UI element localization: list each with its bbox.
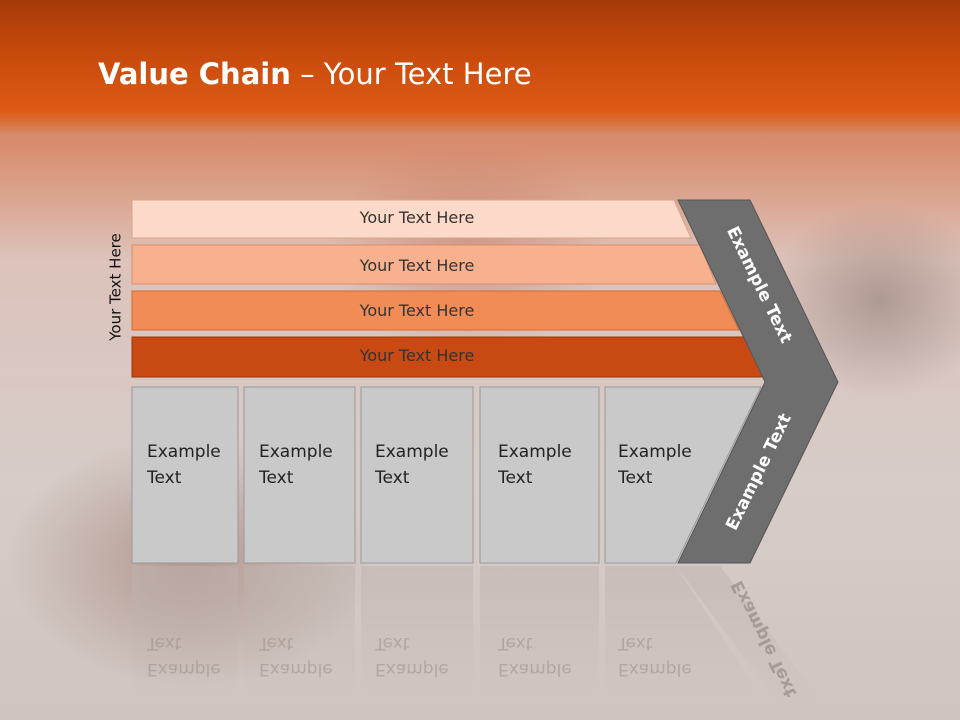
box-2-shape	[243, 386, 356, 564]
box-3-line2: Text	[375, 468, 410, 488]
box-2-line1: Example	[259, 442, 333, 462]
bar-4-label: Your Text Here	[359, 346, 475, 365]
title-rest: – Your Text Here	[290, 57, 532, 91]
box-4-line2: Text	[498, 468, 533, 488]
box-3-line1: Example	[375, 442, 449, 462]
box-1-line2: Text	[147, 468, 182, 488]
box-5-line2: Text	[618, 468, 653, 488]
bar-2-label: Your Text Here	[359, 256, 475, 275]
box-1-shape	[131, 386, 239, 564]
slide-title: Value Chain – Your Text Here	[98, 52, 532, 96]
box-4-label: Example Text	[498, 439, 572, 491]
bar-3-label: Your Text Here	[359, 301, 475, 320]
bar-3-shape	[131, 290, 740, 331]
chevron-shape	[677, 199, 839, 564]
box-5-line1: Example	[618, 442, 692, 462]
bar-1-shape	[131, 199, 692, 239]
box-1-label: Example Text	[147, 439, 221, 491]
vertical-label: Your Text Here	[106, 233, 125, 341]
title-bold: Value Chain	[98, 57, 291, 91]
box-5-shape	[604, 386, 762, 564]
boxes-reflection	[132, 566, 820, 700]
box-5-label: Example Text	[618, 439, 692, 491]
box-4-shape	[479, 386, 600, 564]
bar-2-shape	[131, 244, 717, 285]
bar-1-label: Your Text Here	[359, 208, 475, 227]
box-2-line2: Text	[259, 468, 294, 488]
box-1-line1: Example	[147, 442, 221, 462]
header-band	[0, 0, 960, 135]
box-3-label: Example Text	[375, 439, 449, 491]
box-2-label: Example Text	[259, 439, 333, 491]
box-4-line1: Example	[498, 442, 572, 462]
box-3-shape	[360, 386, 474, 564]
